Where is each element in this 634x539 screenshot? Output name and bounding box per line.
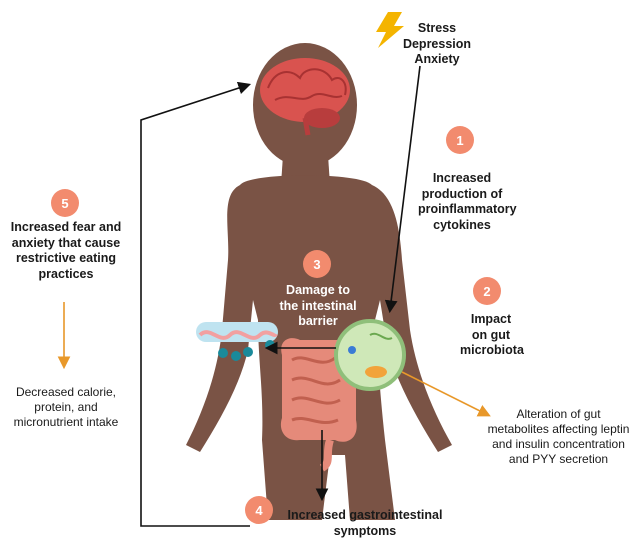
step-4-label: Increased gastrointestinal symptoms <box>270 508 460 539</box>
step-2-label: Impact on gut microbiota <box>460 312 522 359</box>
arrow-stress-to-microbiota <box>390 66 420 310</box>
step-1-label: Increased production of proinflammatory … <box>418 171 506 234</box>
outcome-nutrition-label: Decreased calorie, protein, and micronut… <box>6 385 126 430</box>
outcome-metabolites-label: Alteration of gut metabolites affecting … <box>486 407 631 467</box>
step-5-badge: 5 <box>51 189 79 217</box>
step-3-label: Damage to the intestinal barrier <box>268 283 368 330</box>
step-1-badge: 1 <box>446 126 474 154</box>
step-5-label: Increased fear and anxiety that cause re… <box>6 220 126 283</box>
microbe-icon <box>336 321 404 389</box>
step-2-badge: 2 <box>473 277 501 305</box>
step-3-badge: 3 <box>303 250 331 278</box>
stressors-label: Stress Depression Anxiety <box>398 21 476 68</box>
step-4-badge: 4 <box>245 496 273 524</box>
